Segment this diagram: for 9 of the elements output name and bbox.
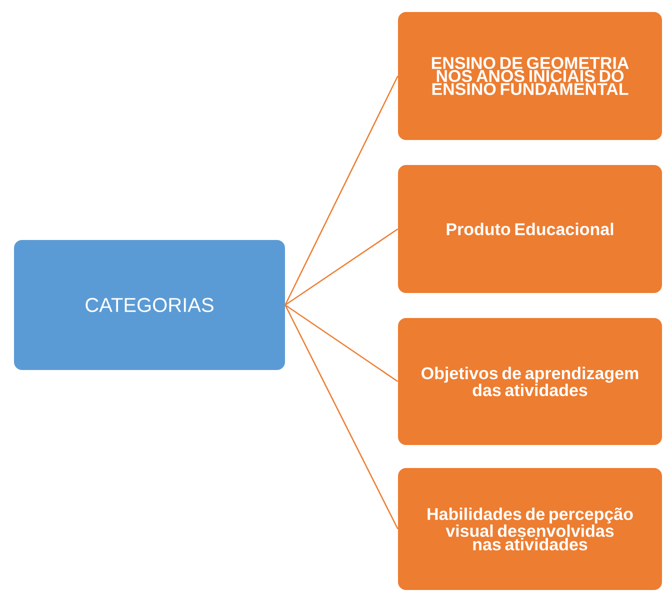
topic-box: ENSINO DE GEOMETRIA NOS ANOS INICIAIS DO ENSINO FUNDAMENTAL (398, 12, 662, 140)
topic-box: Habilidades de percepção visual desenvolvidas nas atividades (398, 468, 662, 590)
topic-box: Objetivos de aprendizagem das atividades (398, 318, 662, 445)
topic-box: Produto Educacional (398, 165, 662, 293)
connector-line (284, 76, 398, 306)
category-box: CATEGORIAS (14, 240, 285, 370)
connector-line (284, 228, 398, 306)
connector-line (284, 304, 398, 530)
connector-line (284, 304, 398, 382)
